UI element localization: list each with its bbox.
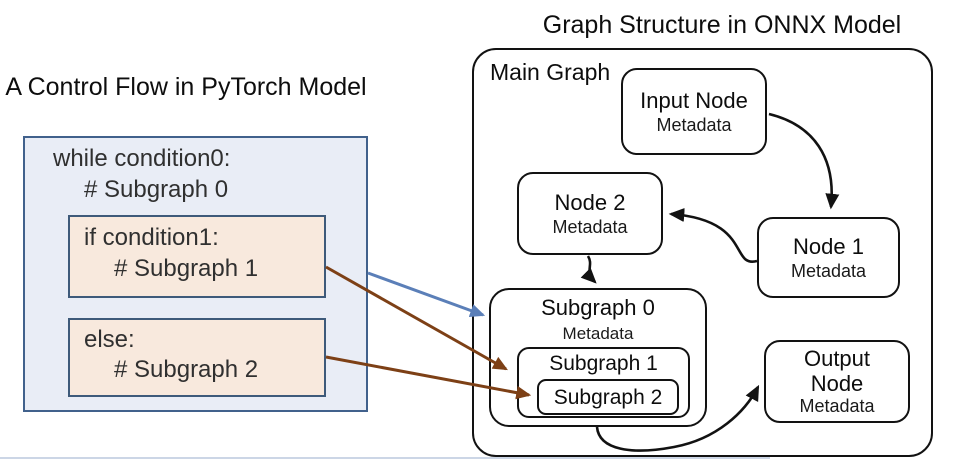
if-block-box: if condition1: # Subgraph 1 [68, 215, 326, 298]
input-node-label: Input Node [640, 88, 748, 113]
else-comment: # Subgraph 2 [114, 356, 259, 383]
subgraph1-box: Subgraph 1 Subgraph 2 [517, 347, 690, 418]
subgraph2-box: Subgraph 2 [537, 379, 679, 415]
subgraph2-label: Subgraph 2 [553, 385, 663, 409]
subgraph1-label: Subgraph 1 [549, 352, 658, 375]
node2-box: Node 2 Metadata [517, 172, 663, 255]
subgraph0-label: Subgraph 0 [541, 295, 655, 320]
node2-label: Node 2 [554, 190, 626, 215]
output-node-metadata: Metadata [799, 396, 875, 416]
else-line: else: [84, 326, 135, 353]
edge-while-to-subgraph0 [367, 271, 486, 317]
node1-label: Node 1 [793, 234, 864, 259]
subgraph0-metadata: Metadata [562, 324, 634, 343]
left-panel-title: A Control Flow in PyTorch Model [5, 73, 367, 101]
output-node-label-line1: Output [803, 346, 871, 371]
input-node-box: Input Node Metadata [621, 68, 767, 155]
if-line: if condition1: [84, 224, 219, 251]
node1-box: Node 1 Metadata [757, 217, 900, 298]
main-graph-label: Main Graph [490, 59, 611, 85]
input-node-metadata: Metadata [656, 115, 732, 135]
if-comment: # Subgraph 1 [114, 255, 259, 282]
node1-metadata: Metadata [790, 261, 867, 281]
while-line: while condition0: [53, 145, 231, 172]
right-panel-title: Graph Structure in ONNX Model [542, 11, 902, 39]
while-block-box: while condition0: # Subgraph 0 if condit… [23, 136, 368, 412]
while-comment: # Subgraph 0 [84, 176, 229, 203]
subgraph0-box: Subgraph 0 Metadata Subgraph 1 Subgraph … [489, 288, 707, 427]
output-node-box: Output Node Metadata [764, 340, 910, 423]
output-node-label-line2: Node [810, 371, 864, 396]
else-block-box: else: # Subgraph 2 [68, 318, 326, 397]
node2-metadata: Metadata [552, 217, 628, 237]
bottom-divider-line [0, 457, 770, 459]
